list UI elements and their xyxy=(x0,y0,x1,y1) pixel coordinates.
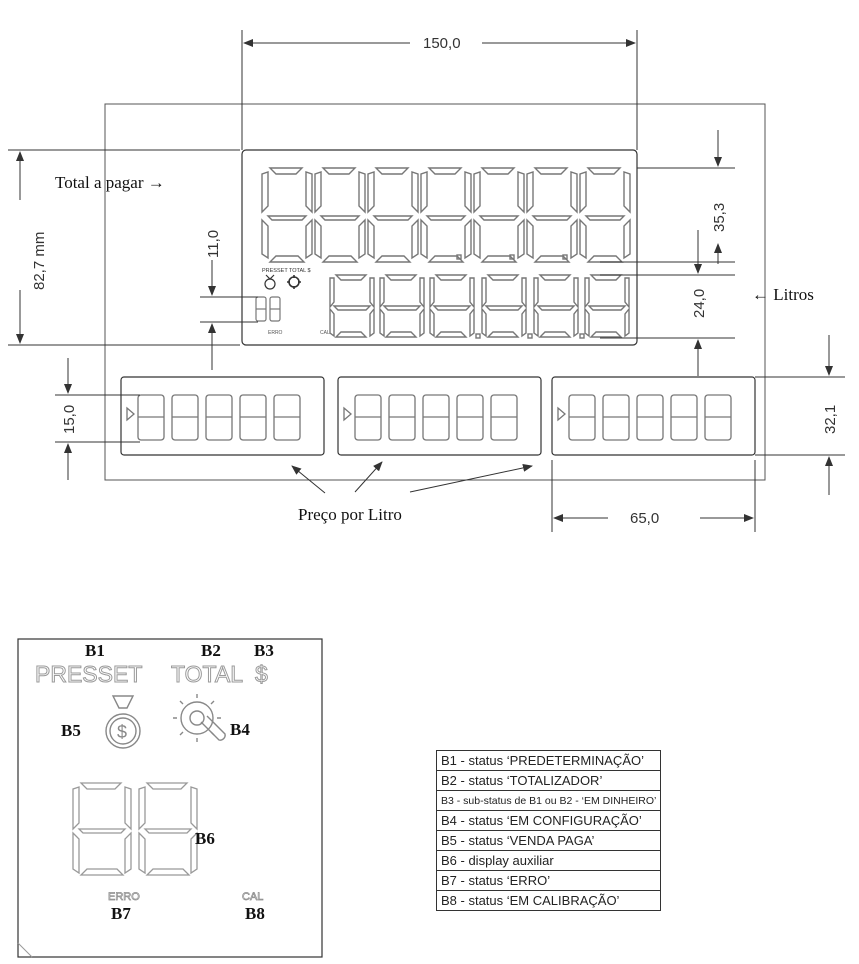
aux-display-digits xyxy=(72,782,198,876)
legend-cell: B2 - status ‘TOTALIZADOR’ xyxy=(435,770,662,791)
dim-height-left: 82,7 mm xyxy=(31,232,48,290)
dim-total-digit: 35,3 xyxy=(711,203,728,232)
legend-cell: B7 - status ‘ERRO’ xyxy=(435,870,662,891)
label-b4: B4 xyxy=(230,720,250,739)
lcd-presset-total-text: PRESSET TOTAL $ xyxy=(262,268,311,274)
label-b6: B6 xyxy=(195,829,215,848)
total-outline-text: TOTAL xyxy=(171,661,243,687)
price-panel-1 xyxy=(120,376,325,456)
legend-row: B8 - status ‘EM CALIBRAÇÃO’ xyxy=(435,890,662,911)
lcd-gear-icon xyxy=(287,275,301,289)
svg-text:$: $ xyxy=(117,722,127,742)
lcd-coin-icon xyxy=(264,274,276,290)
label-b5: B5 xyxy=(61,721,81,740)
status-legend-table: B1 - status ‘PREDETERMINAÇÃO’ B2 - statu… xyxy=(435,750,662,911)
erro-outline-text: ERRO xyxy=(108,891,140,903)
lcd-aux-digits xyxy=(255,296,281,322)
legend-row: B6 - display auxiliar xyxy=(435,850,662,871)
legend-row: B2 - status ‘TOTALIZADOR’ xyxy=(435,770,662,791)
legend-row: B1 - status ‘PREDETERMINAÇÃO’ xyxy=(435,750,662,771)
legend-cell: B1 - status ‘PREDETERMINAÇÃO’ xyxy=(435,750,662,771)
paid-sale-icon: $ xyxy=(105,695,141,749)
label-b8: B8 xyxy=(245,904,265,923)
dim-small-digit: 11,0 xyxy=(205,230,222,258)
price-panel-2 xyxy=(337,376,542,456)
arrow-price-2 xyxy=(354,461,383,493)
dim-liters-digit: 24,0 xyxy=(691,289,708,318)
dim-price-digit: 15,0 xyxy=(61,405,78,434)
dollar-outline-text: $ xyxy=(255,661,268,687)
lcd-cal-mini: CAL xyxy=(320,330,330,336)
label-price-per-liter: Preço por Litro xyxy=(298,505,402,524)
lcd-dimension-drawing: 150,0 82,7 mm Total a pagar → PRESSET TO… xyxy=(8,30,845,532)
dim-price-width: 65,0 xyxy=(630,510,659,527)
arrow-price-3 xyxy=(409,463,533,493)
price-panel-3 xyxy=(551,376,756,456)
board-outline xyxy=(104,103,766,481)
label-total-to-pay: Total a pagar → xyxy=(55,173,165,192)
legend-row: B7 - status ‘ERRO’ xyxy=(435,870,662,891)
liters-digits xyxy=(329,274,630,339)
legend-row: B4 - status ‘EM CONFIGURAÇÃO’ xyxy=(435,810,662,831)
legend-cell: B5 - status ‘VENDA PAGA’ xyxy=(435,830,662,851)
dim-width-top: 150,0 xyxy=(423,35,461,52)
dim-price-height: 32,1 xyxy=(822,405,839,434)
label-liters: ← Litros xyxy=(752,285,814,304)
label-b2: B2 xyxy=(201,641,221,660)
label-b3: B3 xyxy=(254,641,274,660)
legend-cell: B8 - status ‘EM CALIBRAÇÃO’ xyxy=(435,890,662,911)
label-b1: B1 xyxy=(85,641,105,660)
main-lcd-frame xyxy=(241,149,638,346)
cal-outline-text: CAL xyxy=(242,891,263,903)
status-detail-panel: B1 B2 B3 PRESSET TOTAL $ B5 $ B4 B6 ERRO… xyxy=(17,638,323,958)
lcd-erro-mini: ERRO xyxy=(268,330,283,336)
configuration-gear-icon xyxy=(173,694,226,742)
legend-cell: B4 - status ‘EM CONFIGURAÇÃO’ xyxy=(435,810,662,831)
price-digits xyxy=(126,394,732,441)
legend-row: B3 - sub-status de B1 ou B2 - ‘EM DINHEI… xyxy=(435,790,662,811)
legend-cell: B3 - sub-status de B1 ou B2 - ‘EM DINHEI… xyxy=(435,790,662,811)
presset-outline-text: PRESSET xyxy=(35,661,142,687)
legend-row: B5 - status ‘VENDA PAGA’ xyxy=(435,830,662,851)
label-b7: B7 xyxy=(111,904,131,923)
arrow-price-1 xyxy=(291,465,326,494)
legend-cell: B6 - display auxiliar xyxy=(435,850,662,871)
total-digits xyxy=(261,167,631,263)
